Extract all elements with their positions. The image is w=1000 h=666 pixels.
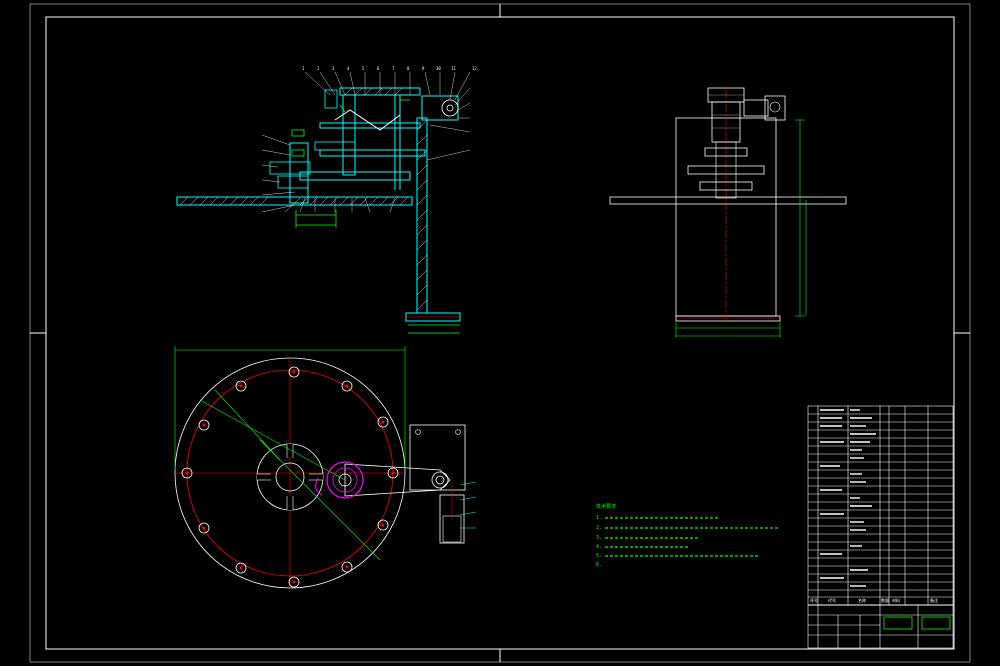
front-plate: [609, 196, 847, 205]
svg-text:2: 2: [317, 66, 320, 71]
header-cell-5: 材料: [892, 597, 900, 603]
notes-line-6: 6.: [596, 562, 602, 568]
svg-text:10: 10: [436, 66, 441, 71]
notes-heading: 技术要求: [596, 503, 616, 510]
plan-view: [174, 346, 477, 589]
notes-line-2: 2.: [596, 525, 602, 531]
svg-text:6: 6: [377, 66, 380, 71]
drive-disk: [326, 461, 364, 499]
svg-text:4: 4: [347, 66, 350, 71]
parts-list-data: [820, 409, 876, 587]
header-cell-1: 序号: [810, 597, 818, 603]
svg-text:5: 5: [362, 66, 365, 71]
title-block-highlights: [883, 616, 951, 630]
svg-text:11: 11: [451, 66, 456, 71]
header-cell-2: 代号: [828, 597, 836, 603]
front-base: [675, 315, 781, 322]
notes-line-5: 5.: [596, 553, 602, 559]
header-cell-6: 备注: [930, 597, 938, 603]
notes-line-1: 1.: [596, 515, 602, 521]
header-cell-4: 数量: [881, 597, 889, 603]
svg-text:1: 1: [302, 66, 305, 71]
svg-text:3: 3: [332, 66, 335, 71]
notes-line-3: 3.: [596, 535, 602, 541]
svg-text:8: 8: [407, 66, 410, 71]
notes-line-4: 4.: [596, 544, 602, 550]
front-view: [609, 87, 847, 338]
title-block-header: 序号 代号 名称 数量 材料 备注: [810, 597, 938, 603]
bolt-holes: [181, 366, 399, 588]
technical-notes: 技术要求 1. 2. 3. 4. 5. 6.: [596, 503, 780, 568]
motor-mount: [409, 424, 466, 491]
header-cell-3: 名称: [858, 597, 866, 603]
drawing-frame: [29, 3, 971, 663]
svg-text:12: 12: [472, 66, 477, 71]
svg-text:9: 9: [422, 66, 425, 71]
svg-text:7: 7: [392, 66, 395, 71]
support-column: [416, 117, 428, 314]
parts-list: [807, 405, 954, 649]
crank-arm: [344, 463, 451, 497]
